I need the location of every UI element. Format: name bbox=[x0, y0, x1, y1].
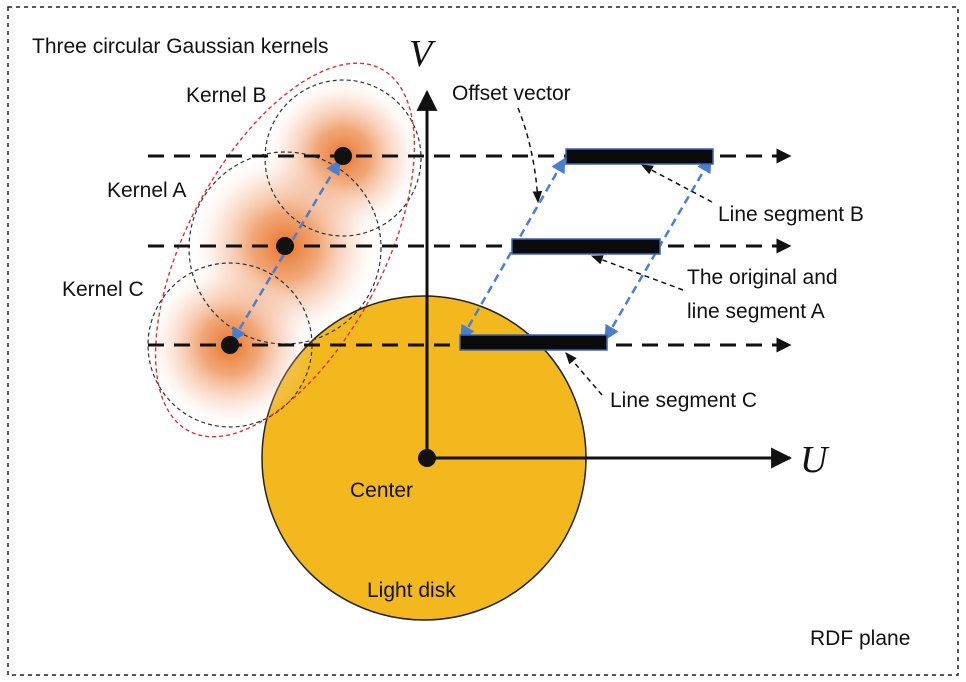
kernel-a-label: Kernel A bbox=[107, 179, 186, 202]
u-axis-label: U bbox=[800, 439, 830, 481]
center-label: Center bbox=[350, 479, 413, 502]
original-label-line1: The original and bbox=[687, 266, 838, 289]
kernel-b-outline bbox=[264, 79, 422, 237]
kernels-title: Three circular Gaussian kernels bbox=[32, 35, 328, 58]
segment-b-pointer bbox=[640, 164, 713, 203]
center-dot bbox=[418, 449, 436, 467]
plane-border bbox=[7, 6, 959, 676]
line-segment-c-label: Line segment C bbox=[610, 389, 757, 412]
line-segment-a bbox=[511, 238, 661, 255]
line-segment-b-label: Line segment B bbox=[718, 203, 864, 226]
offset-arrow-left bbox=[460, 157, 566, 341]
line-segment-c bbox=[459, 334, 608, 351]
rdf-plane-label: RDF plane bbox=[810, 627, 910, 650]
kernel-b-label: Kernel B bbox=[186, 84, 267, 107]
offset-vector-pointer bbox=[517, 107, 543, 204]
kernel-c-label: Kernel C bbox=[62, 278, 144, 301]
light-disk-label: Light disk bbox=[367, 579, 456, 602]
v-axis-label: V bbox=[409, 33, 436, 75]
kernel-c-center bbox=[221, 336, 239, 354]
kernel-b-center bbox=[334, 147, 352, 165]
offset-vector-label: Offset vector bbox=[452, 82, 571, 105]
original-label-line2: line segment A bbox=[687, 300, 825, 323]
kernel-envelope bbox=[154, 62, 416, 438]
segment-c-pointer bbox=[565, 352, 603, 396]
segment-a-pointer bbox=[590, 255, 684, 291]
line-segment-b bbox=[565, 148, 714, 165]
kernel-offset-arrow bbox=[231, 159, 341, 343]
offset-arrow-right bbox=[604, 157, 712, 341]
kernel-a-center bbox=[276, 237, 294, 255]
